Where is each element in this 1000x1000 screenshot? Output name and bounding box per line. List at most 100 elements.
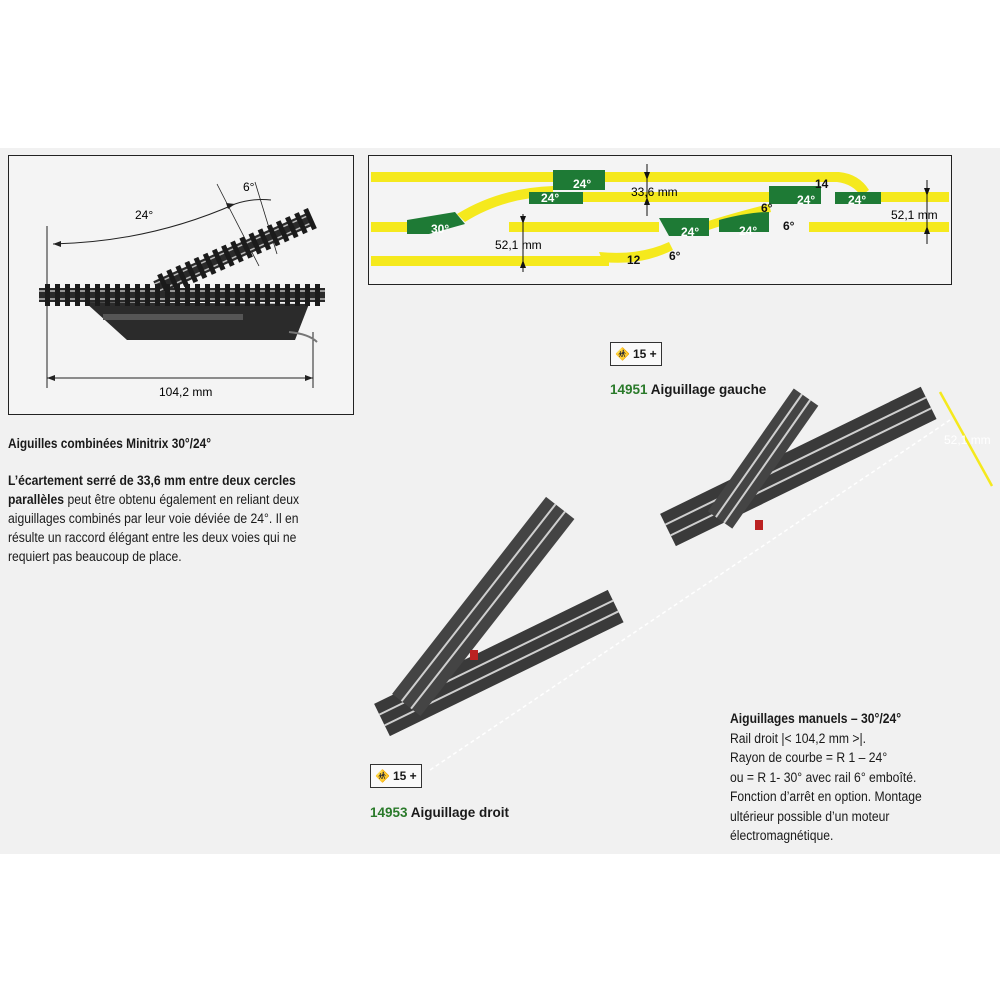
sleeper [75,284,80,306]
gap-top-label: 33,6 mm [631,185,678,199]
article-number: 14951 [610,382,648,397]
article-name: Aiguillage droit [407,805,510,820]
paragraph-line: aiguillages combinés par leur voie dévié… [8,511,299,526]
sleeper [265,284,270,306]
sleeper [303,208,317,231]
green-switch-piece [407,212,465,234]
switch-drawing: 24° 6° 104,2 mm [39,180,325,399]
sleeper [285,284,290,306]
angle-6-label: 6° [243,180,255,194]
sleeper [65,284,70,306]
sleeper [315,284,320,306]
paragraph-line: résulte un raccord élégant entre les deu… [8,530,297,545]
sleeper [175,264,189,288]
sleeper [105,284,110,306]
sleeper [275,284,280,306]
gap-right-label: 52,1 mm [891,208,938,222]
article-name: Aiguillage gauche [647,382,767,397]
green-switch-piece [769,186,821,204]
yellow-curve [799,172,869,196]
sleeper [211,248,226,271]
green-switch-piece [553,170,605,190]
length-label: 104,2 mm [159,385,212,399]
green-switch-piece [529,192,583,204]
sleeper [285,216,299,239]
sleeper [255,284,260,306]
yellow-track-segment [583,192,769,202]
manual-switch-description: Aiguillages manuels – 30°/24° Rail droit… [730,709,943,846]
age-label: 15 + [632,347,657,361]
manual-title: Aiguillages manuels – 30°/24° [730,711,902,726]
yellow-track-segment [371,172,553,182]
switch-diagram: 24° 6° 104,2 mm [8,155,354,415]
sleeper [175,284,180,306]
sleeper [266,224,281,247]
sleeper [195,284,200,306]
sleeper [166,269,180,292]
sleeper [202,252,217,275]
yellow-curve [599,242,673,263]
sleeper [205,284,210,306]
gap-left-label: 52,1 mm [495,238,542,252]
sleeper [215,284,220,306]
sleeper [184,260,199,284]
switch-base [85,302,309,340]
sleeper [295,284,300,306]
green-tracks [407,170,881,236]
green-switch-piece [659,218,709,236]
article-number: 14953 [370,805,408,820]
sleeper [85,284,90,306]
sleeper [230,240,244,263]
angle-label: 24° [848,193,866,207]
green-switch-piece [719,212,769,232]
manual-line: Rayon de courbe = R 1 – 24° [730,750,888,765]
angle-label: 6° [761,201,773,215]
sleeper [245,284,250,306]
sleeper [294,212,308,235]
yellow-track-segment [509,222,659,232]
sleeper [305,284,310,306]
manual-line: ou = R 1- 30° avec rail 6° emboîté. [730,769,917,785]
manual-line: Fonction d’arrêt en option. Montage [730,789,922,804]
track-plan: 33,6 mm 52,1 mm 52,1 mm 24° 24° 30° 24° … [368,155,952,285]
paragraph-line: parallèles [8,492,65,507]
green-switch-piece [835,192,881,204]
child-adult-icon: 🚸 [615,347,630,361]
straight-track [39,288,325,302]
yellow-track-segment [371,222,407,232]
track-number-label: 14 [815,177,829,191]
sleeper [95,284,100,306]
sleeper [115,284,120,306]
sleeper [135,284,140,306]
angle-label: 30° [431,222,449,236]
sleeper [157,273,171,296]
age-badge: 🚸 15 + [610,342,662,366]
sleeper [225,284,230,306]
angle-label: 6° [783,219,795,233]
sleeper [221,244,235,267]
sleeper [125,284,130,306]
sleeper [257,228,272,251]
section-paragraph: L’écartement serré de 33,6 mm entre deux… [8,471,388,566]
angle-label: 24° [797,193,815,207]
yellow-track-segment [605,172,799,182]
sleeper [185,284,190,306]
sleeper [165,284,170,306]
sleeper [145,284,150,306]
paragraph-line: peut être obtenu également en reliant de… [64,492,300,507]
yellow-track-segment [809,222,949,232]
paragraph-line: L’écartement serré de 33,6 mm entre deux… [8,473,296,488]
section-title: Aiguilles combinées Minitrix 30°/24° [8,436,211,451]
angle-label: 24° [573,177,591,191]
sleeper [248,232,263,255]
manual-line: Rail droit |< 104,2 mm >|. [730,730,866,746]
angle-label: 24° [681,225,699,239]
age-label: 15 + [392,769,417,783]
sleeper [55,284,60,306]
track-number-label: 12 [627,253,641,267]
track-plan-drawing: 33,6 mm 52,1 mm 52,1 mm 24° 24° 30° 24° … [371,164,949,272]
angle-24-label: 24° [135,208,153,222]
manual-line: ultérieur possible d’un moteur [730,808,890,824]
yellow-track-segment [881,192,949,202]
angle-label: 24° [739,224,757,238]
